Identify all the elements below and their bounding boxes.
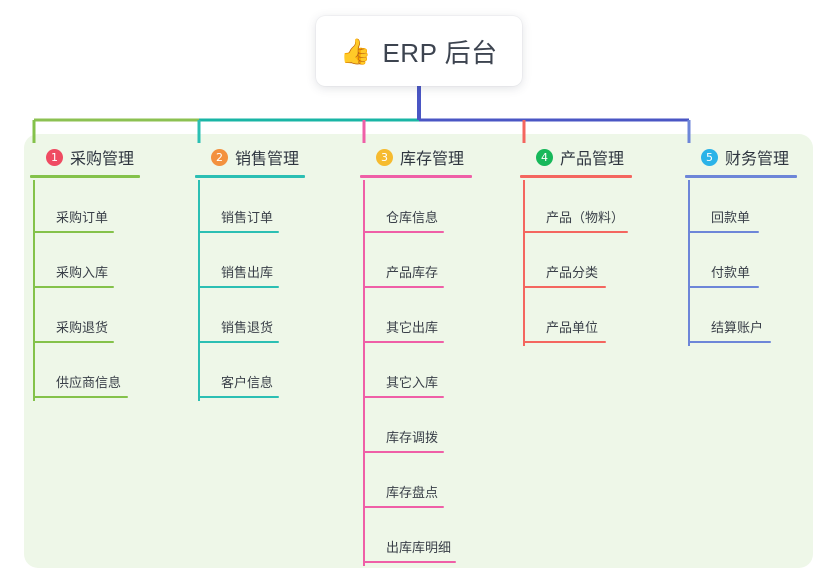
- list-item-underline: [364, 286, 444, 288]
- list-item[interactable]: 其它入库: [360, 343, 472, 398]
- list-item-underline: [689, 286, 759, 288]
- column-1: 1 采购管理采购订单采购入库采购退货供应商信息: [30, 146, 140, 398]
- list-item-underline: [34, 286, 114, 288]
- column-header-underline: [195, 175, 305, 178]
- list-item-underline: [689, 341, 771, 343]
- list-item[interactable]: 采购退货: [30, 288, 140, 343]
- list-item-label: 产品单位: [546, 320, 599, 335]
- list-item[interactable]: 产品（物料）: [520, 178, 632, 233]
- list-item[interactable]: 其它出库: [360, 288, 472, 343]
- column-header-underline: [685, 175, 797, 178]
- list-item-label: 采购订单: [56, 210, 109, 225]
- list-item[interactable]: 供应商信息: [30, 343, 140, 398]
- column-header-3[interactable]: 3 库存管理: [360, 146, 472, 168]
- column-header-4[interactable]: 4 产品管理: [520, 146, 632, 168]
- list-item[interactable]: 销售订单: [195, 178, 305, 233]
- list-item-underline: [199, 231, 279, 233]
- column-header-1[interactable]: 1 采购管理: [30, 146, 140, 168]
- list-item-underline: [34, 341, 114, 343]
- list-item-underline: [364, 341, 444, 343]
- list-item-label: 产品库存: [386, 265, 439, 280]
- list-item-label: 库存盘点: [386, 485, 439, 500]
- list-item-underline: [34, 396, 128, 398]
- root-node[interactable]: 👍 ERP 后台: [316, 16, 522, 86]
- list-item-underline: [524, 286, 606, 288]
- list-item-label: 销售出库: [221, 265, 274, 280]
- column-title: 采购管理: [70, 151, 135, 168]
- list-item-label: 结算账户: [711, 320, 764, 335]
- thumbs-up-icon: 👍: [340, 36, 372, 66]
- column-badge-icon: 5: [701, 148, 718, 166]
- column-header-5[interactable]: 5 财务管理: [685, 146, 797, 168]
- list-item-underline: [34, 231, 114, 233]
- list-item-underline: [199, 341, 279, 343]
- column-title: 财务管理: [725, 151, 790, 168]
- list-item[interactable]: 付款单: [685, 233, 797, 288]
- list-item-underline: [364, 396, 444, 398]
- list-item[interactable]: 销售出库: [195, 233, 305, 288]
- list-item-label: 仓库信息: [386, 210, 439, 225]
- list-item[interactable]: 产品分类: [520, 233, 632, 288]
- list-item-label: 采购退货: [56, 320, 109, 335]
- column-3: 3 库存管理仓库信息产品库存其它出库其它入库库存调拨库存盘点出库库明细: [360, 146, 472, 563]
- list-item[interactable]: 库存调拨: [360, 398, 472, 453]
- list-item-label: 库存调拨: [386, 430, 439, 445]
- list-item-underline: [364, 561, 456, 563]
- list-item[interactable]: 产品库存: [360, 233, 472, 288]
- column-items: 采购订单采购入库采购退货供应商信息: [30, 178, 140, 398]
- list-item-underline: [364, 451, 444, 453]
- column-header-underline: [30, 175, 140, 178]
- column-header-2[interactable]: 2 销售管理: [195, 146, 305, 168]
- list-item-label: 回款单: [711, 210, 751, 225]
- column-badge-icon: 3: [376, 148, 393, 166]
- list-item-underline: [199, 286, 279, 288]
- list-item-label: 其它入库: [386, 375, 439, 390]
- root-title: ERP 后台: [382, 37, 498, 68]
- list-item[interactable]: 库存盘点: [360, 453, 472, 508]
- column-items: 仓库信息产品库存其它出库其它入库库存调拨库存盘点出库库明细: [360, 178, 472, 563]
- list-item-underline: [689, 231, 759, 233]
- list-item[interactable]: 采购订单: [30, 178, 140, 233]
- column-items: 回款单付款单结算账户: [685, 178, 797, 343]
- list-item-underline: [524, 341, 606, 343]
- list-item-label: 客户信息: [221, 375, 274, 390]
- list-item-label: 付款单: [711, 265, 751, 280]
- list-item[interactable]: 产品单位: [520, 288, 632, 343]
- column-badge-icon: 1: [46, 148, 63, 166]
- column-4: 4 产品管理产品（物料） 产品分类产品单位: [520, 146, 632, 343]
- list-item[interactable]: 销售退货: [195, 288, 305, 343]
- column-title: 库存管理: [400, 151, 465, 168]
- list-item[interactable]: 客户信息: [195, 343, 305, 398]
- list-item[interactable]: 回款单: [685, 178, 797, 233]
- list-item-label: 销售订单: [221, 210, 274, 225]
- column-2: 2 销售管理销售订单销售出库销售退货客户信息: [195, 146, 305, 398]
- column-badge-icon: 4: [536, 148, 553, 166]
- list-item-label: 供应商信息: [56, 375, 122, 390]
- list-item-underline: [524, 231, 628, 233]
- list-item[interactable]: 出库库明细: [360, 508, 472, 563]
- list-item-underline: [199, 396, 279, 398]
- list-item-label: 出库库明细: [386, 540, 452, 555]
- column-items: 产品（物料） 产品分类产品单位: [520, 178, 632, 343]
- column-title: 销售管理: [235, 151, 300, 168]
- list-item-underline: [364, 231, 444, 233]
- list-item-underline: [364, 506, 444, 508]
- list-item-label: 产品（物料）: [546, 210, 625, 225]
- diagram-panel-background: [24, 134, 813, 568]
- column-title: 产品管理: [560, 151, 625, 168]
- list-item[interactable]: 采购入库: [30, 233, 140, 288]
- list-item-label: 采购入库: [56, 265, 109, 280]
- list-item[interactable]: 结算账户: [685, 288, 797, 343]
- column-badge-icon: 2: [211, 148, 228, 166]
- list-item[interactable]: 仓库信息: [360, 178, 472, 233]
- list-item-label: 其它出库: [386, 320, 439, 335]
- list-item-label: 销售退货: [221, 320, 274, 335]
- column-items: 销售订单销售出库销售退货客户信息: [195, 178, 305, 398]
- column-header-underline: [360, 175, 472, 178]
- column-5: 5 财务管理回款单付款单结算账户: [685, 146, 797, 343]
- list-item-label: 产品分类: [546, 265, 599, 280]
- column-header-underline: [520, 175, 632, 178]
